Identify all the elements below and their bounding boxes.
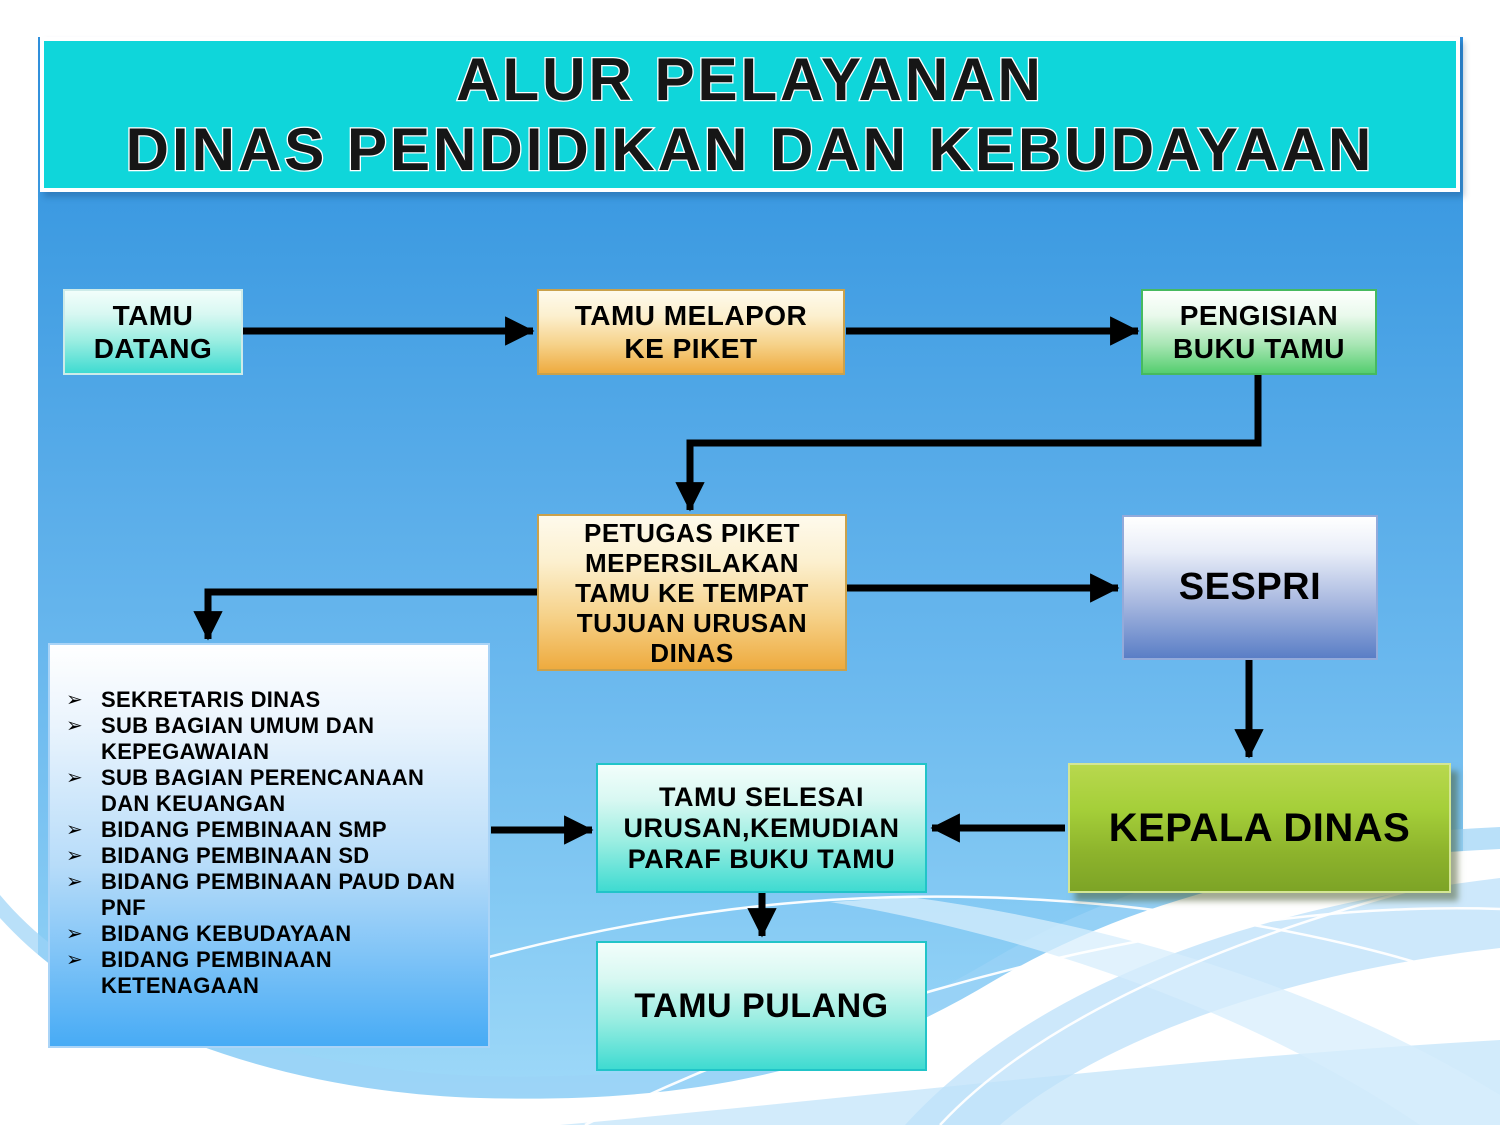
title-banner: ALUR PELAYANAN DINAS PENDIDIKAN DAN KEBU…: [40, 37, 1460, 192]
list-item: ➢ BIDANG PEMBINAAN KETENAGAAN: [66, 947, 474, 999]
arrow-bullet-icon: ➢: [66, 819, 84, 841]
node-label: DATANG: [93, 333, 213, 364]
node-label: TAMU SELESAI: [658, 781, 864, 812]
arrow-bullet-icon: ➢: [66, 949, 84, 971]
node-label: PETUGAS PIKET: [584, 517, 800, 548]
list-item-label: SEKRETARIS DINAS: [101, 687, 321, 712]
list-item: ➢ SEKRETARIS DINAS: [66, 687, 474, 713]
node-label: TAMU MELAPOR: [574, 300, 808, 331]
node-label: URUSAN,KEMUDIAN: [623, 812, 900, 843]
node-kepala-dinas: KEPALA DINAS: [1068, 763, 1451, 893]
title-line-1: ALUR PELAYANAN: [455, 44, 1044, 114]
node-label: TUJUAN URUSAN: [576, 607, 808, 638]
node-tamu-pulang: TAMU PULANG: [596, 941, 927, 1071]
node-label: TAMU KE TEMPAT: [575, 577, 809, 608]
list-item-label: BIDANG PEMBINAAN SD: [101, 843, 370, 868]
arrow-bullet-icon: ➢: [66, 715, 84, 737]
list-item-label: BIDANG PEMBINAAN KETENAGAAN: [101, 947, 332, 998]
node-label: MEPERSILAKAN: [584, 547, 799, 578]
list-item: ➢ BIDANG PEMBINAAN SD: [66, 843, 474, 869]
node-label: KE PIKET: [624, 333, 758, 364]
list-item: ➢ BIDANG PEMBINAAN PAUD DAN PNF: [66, 869, 474, 921]
destinations-list-box: ➢ SEKRETARIS DINAS ➢ SUB BAGIAN UMUM DAN…: [48, 643, 490, 1048]
node-label: PARAF BUKU TAMU: [627, 843, 896, 874]
node-label: TAMU PULANG: [634, 986, 889, 1025]
list-item-label: SUB BAGIAN UMUM DAN KEPEGAWAIAN: [101, 713, 375, 764]
list-item: ➢ SUB BAGIAN UMUM DAN KEPEGAWAIAN: [66, 713, 474, 765]
node-pengisian-buku-tamu: PENGISIAN BUKU TAMU: [1141, 289, 1377, 375]
arrow-bullet-icon: ➢: [66, 689, 84, 711]
node-label: DINAS: [650, 637, 734, 668]
list-item: ➢ BIDANG KEBUDAYAAN: [66, 921, 474, 947]
node-tamu-melapor: TAMU MELAPOR KE PIKET: [537, 289, 845, 375]
node-petugas-piket: PETUGAS PIKET MEPERSILAKAN TAMU KE TEMPA…: [537, 514, 847, 671]
list-item-label: BIDANG KEBUDAYAAN: [101, 921, 352, 946]
list-item: ➢ BIDANG PEMBINAAN SMP: [66, 817, 474, 843]
node-tamu-selesai: TAMU SELESAI URUSAN,KEMUDIAN PARAF BUKU …: [596, 763, 927, 893]
arrow-bullet-icon: ➢: [66, 767, 84, 789]
arrow-bullet-icon: ➢: [66, 845, 84, 867]
node-label: BUKU TAMU: [1173, 333, 1345, 364]
node-label: TAMU: [112, 300, 194, 331]
node-tamu-datang: TAMU DATANG: [63, 289, 243, 375]
list-item-label: BIDANG PEMBINAAN PAUD DAN PNF: [101, 869, 456, 920]
title-line-2: DINAS PENDIDIKAN DAN KEBUDAYAAN: [124, 114, 1375, 184]
list-item-label: BIDANG PEMBINAAN SMP: [101, 817, 387, 842]
node-label: SESPRI: [1178, 566, 1322, 608]
list-item-label: SUB BAGIAN PERENCANAAN DAN KEUANGAN: [101, 765, 425, 816]
arrow-bullet-icon: ➢: [66, 923, 84, 945]
destinations-list: ➢ SEKRETARIS DINAS ➢ SUB BAGIAN UMUM DAN…: [50, 645, 488, 999]
node-label: KEPALA DINAS: [1108, 805, 1411, 850]
arrow-bullet-icon: ➢: [66, 871, 84, 893]
list-item: ➢ SUB BAGIAN PERENCANAAN DAN KEUANGAN: [66, 765, 474, 817]
node-sespri: SESPRI: [1122, 515, 1378, 660]
node-label: PENGISIAN: [1179, 300, 1339, 331]
